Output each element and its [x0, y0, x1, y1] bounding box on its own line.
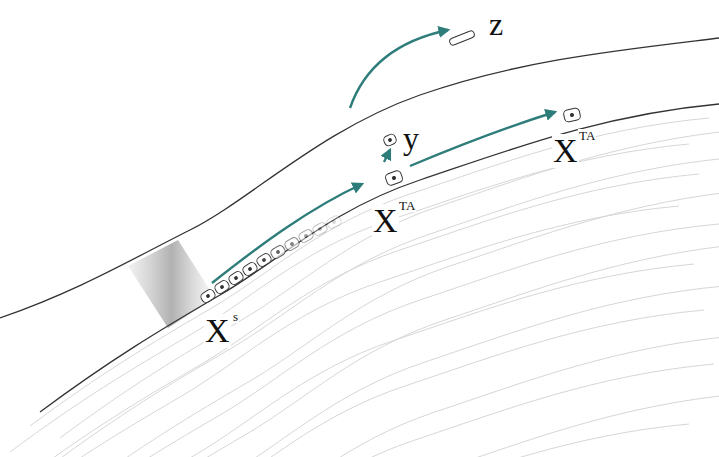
cell-label: X — [372, 204, 399, 238]
shaded-band — [128, 240, 215, 328]
cell-label: y — [402, 122, 420, 154]
stem-cells — [199, 214, 342, 304]
cell-label: X — [204, 314, 231, 348]
ta-cells — [384, 107, 581, 186]
muscle-hatching — [0, 118, 719, 457]
cell-label: X — [552, 134, 579, 168]
z-cell — [449, 30, 476, 46]
cell-label: z — [488, 8, 504, 40]
y-cell — [382, 133, 397, 147]
superscript-label: TA — [578, 129, 596, 142]
lineage-arrows — [212, 30, 555, 283]
superscript-label: s — [232, 310, 239, 323]
lower-membrane — [40, 104, 719, 412]
upper-membrane — [0, 38, 719, 318]
superscript-label: TA — [398, 199, 416, 212]
